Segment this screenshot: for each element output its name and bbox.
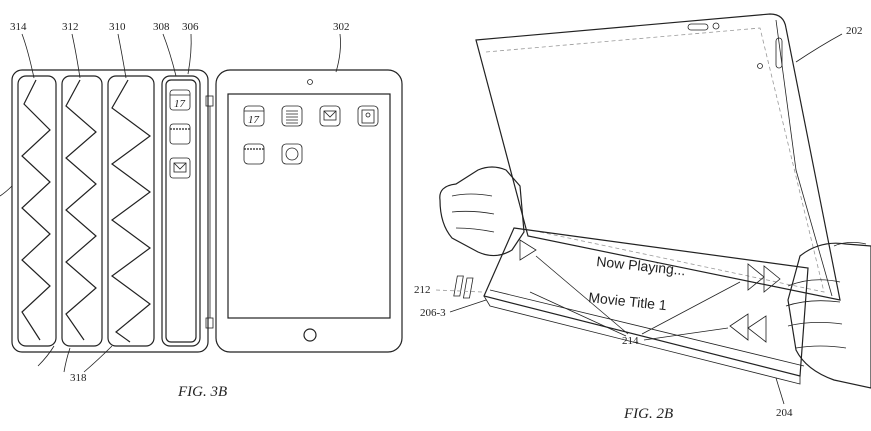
app-calendar-icon-date: 17 bbox=[248, 114, 260, 126]
cover-panel-308 bbox=[161, 75, 201, 347]
leader-left bbox=[0, 185, 13, 197]
ref-label-204: 204 bbox=[776, 407, 793, 419]
app-music-icon-disc bbox=[285, 147, 299, 161]
leader-204 bbox=[775, 377, 785, 405]
caption-fig-3b: FIG. 3B bbox=[177, 384, 227, 400]
leader-206-3 bbox=[449, 299, 487, 313]
ref-label-202: 202 bbox=[846, 25, 863, 37]
leader-214-play bbox=[535, 255, 629, 335]
smart-cover bbox=[11, 69, 209, 353]
left-hand-fingers bbox=[451, 193, 495, 233]
leader-214-pause bbox=[529, 291, 627, 337]
ref-label-212: 212 bbox=[414, 284, 431, 296]
ref-label-308: 308 bbox=[153, 21, 170, 33]
leader-302 bbox=[335, 33, 341, 73]
app-mail-icon-envelope bbox=[323, 110, 337, 121]
calendar-icon bbox=[169, 89, 191, 111]
tablet-inner-edge bbox=[485, 27, 825, 293]
cover-panel-306 bbox=[165, 79, 197, 343]
app-contacts-icon bbox=[357, 105, 379, 127]
leader-318a bbox=[37, 345, 55, 367]
cover-panel-314 bbox=[17, 75, 57, 347]
leader-318b bbox=[63, 347, 71, 373]
fast-forward-icon-1[interactable] bbox=[747, 263, 765, 291]
app-notes-icon-lines bbox=[286, 110, 298, 124]
leader-308 bbox=[162, 33, 177, 77]
cover-edge bbox=[483, 289, 805, 385]
ref-label-306: 306 bbox=[182, 21, 199, 33]
fig-3b: 314 312 310 308 306 302 318 17 bbox=[0, 21, 403, 400]
right-thumb bbox=[833, 242, 867, 247]
mail-icon bbox=[169, 157, 191, 179]
camera-icon bbox=[307, 79, 313, 85]
speaker-slot bbox=[687, 23, 709, 31]
app-video-icon bbox=[243, 143, 265, 165]
tablet-202 bbox=[475, 13, 841, 301]
ref-label-206-3: 206-3 bbox=[420, 307, 446, 319]
leader-202 bbox=[795, 33, 843, 63]
fast-forward-icon-2[interactable] bbox=[763, 265, 781, 293]
home-button-icon bbox=[303, 328, 317, 342]
calendar-icon-date: 17 bbox=[174, 98, 186, 110]
ref-label-214: 214 bbox=[622, 335, 639, 347]
pause-icon-bar-1[interactable] bbox=[453, 275, 464, 297]
rewind-icon-2[interactable] bbox=[747, 315, 767, 343]
ref-label-310: 310 bbox=[109, 21, 126, 33]
pause-icon-bar-2[interactable] bbox=[462, 277, 474, 299]
leader-306 bbox=[187, 33, 192, 75]
leader-310 bbox=[117, 33, 127, 79]
clapperboard-icon bbox=[169, 123, 191, 145]
fig-2b: 202 Now Playing... Movie Title 1 212 bbox=[414, 13, 871, 422]
leader-314 bbox=[21, 33, 35, 79]
leader-212 bbox=[435, 289, 483, 293]
caption-fig-2b: FIG. 2B bbox=[623, 406, 673, 422]
rewind-icon-1[interactable] bbox=[729, 313, 749, 341]
play-icon[interactable] bbox=[519, 239, 537, 261]
app-music-icon bbox=[281, 143, 303, 165]
right-hand-fingers bbox=[785, 279, 847, 349]
zigzag-312 bbox=[65, 79, 97, 341]
tablet-screen bbox=[227, 93, 391, 319]
app-mail-icon bbox=[319, 105, 341, 127]
app-mail-icon-flap bbox=[323, 110, 337, 118]
leader-312 bbox=[71, 33, 81, 79]
tablet-302 bbox=[215, 69, 403, 353]
zigzag-310 bbox=[110, 79, 152, 343]
right-hand bbox=[787, 242, 871, 389]
mail-icon-flap bbox=[173, 162, 187, 170]
back-camera-icon bbox=[757, 63, 763, 69]
app-calendar-icon bbox=[243, 105, 265, 127]
app-notes-icon bbox=[281, 105, 303, 127]
cover-panel-312 bbox=[61, 75, 103, 347]
leader-214-rew bbox=[643, 327, 729, 341]
now-playing-label: Now Playing... bbox=[596, 253, 687, 278]
tablet-edge-line bbox=[775, 19, 833, 297]
mail-icon-envelope bbox=[173, 162, 187, 173]
leader-214-ff bbox=[641, 281, 741, 335]
left-hand bbox=[439, 166, 525, 257]
ref-label-314: 314 bbox=[10, 21, 27, 33]
zigzag-314 bbox=[21, 79, 51, 341]
ref-label-312: 312 bbox=[62, 21, 79, 33]
app-contacts-icon-head bbox=[365, 112, 371, 118]
app-contacts-icon-card bbox=[361, 109, 375, 124]
ref-label-318: 318 bbox=[70, 372, 87, 384]
ref-label-302: 302 bbox=[333, 21, 350, 33]
hinge-top bbox=[205, 95, 214, 107]
leader-318c bbox=[83, 345, 113, 373]
sensor-icon bbox=[712, 22, 720, 30]
hinge-bottom bbox=[205, 317, 214, 329]
cover-panel-310 bbox=[107, 75, 155, 347]
side-button bbox=[775, 37, 783, 69]
